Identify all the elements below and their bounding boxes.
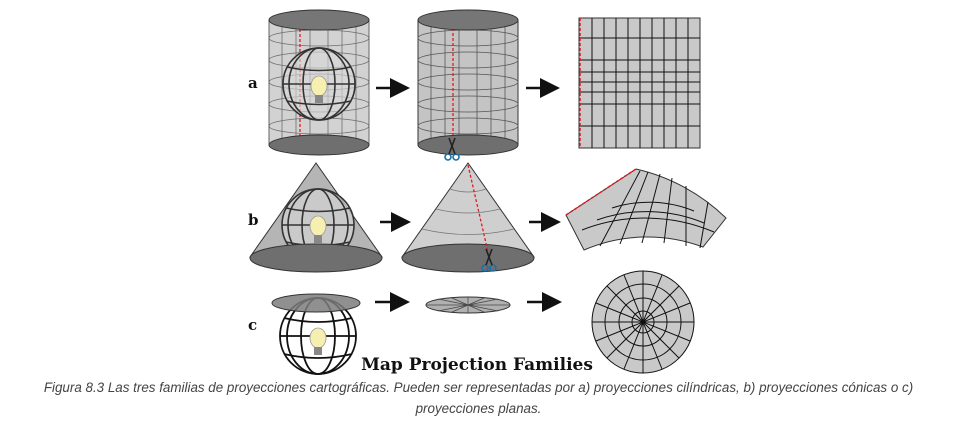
plane-with-globe — [271, 293, 361, 375]
cone-with-globe — [249, 162, 383, 273]
scissors-icon — [481, 248, 497, 272]
conic-map-fan — [565, 168, 727, 251]
cylinder-with-globe — [268, 9, 370, 156]
light-bulb-icon — [310, 75, 328, 103]
row-label-c: c — [248, 316, 257, 334]
light-bulb-icon — [309, 215, 327, 243]
map-projection-families-figure: a — [248, 9, 727, 375]
cone-cut — [401, 162, 535, 273]
row-label-a: a — [248, 74, 258, 92]
flat-disc — [425, 296, 511, 314]
azimuthal-map-disc — [591, 270, 695, 374]
cylinder-cut — [417, 9, 519, 161]
figure-title: Map Projection Families — [361, 355, 593, 375]
scissors-icon — [444, 137, 460, 161]
figure-caption: Figura 8.3 Las tres familias de proyecci… — [43, 380, 914, 416]
row-label-b: b — [248, 211, 259, 229]
light-bulb-icon — [309, 327, 327, 355]
cylindrical-map-grid — [578, 17, 701, 149]
